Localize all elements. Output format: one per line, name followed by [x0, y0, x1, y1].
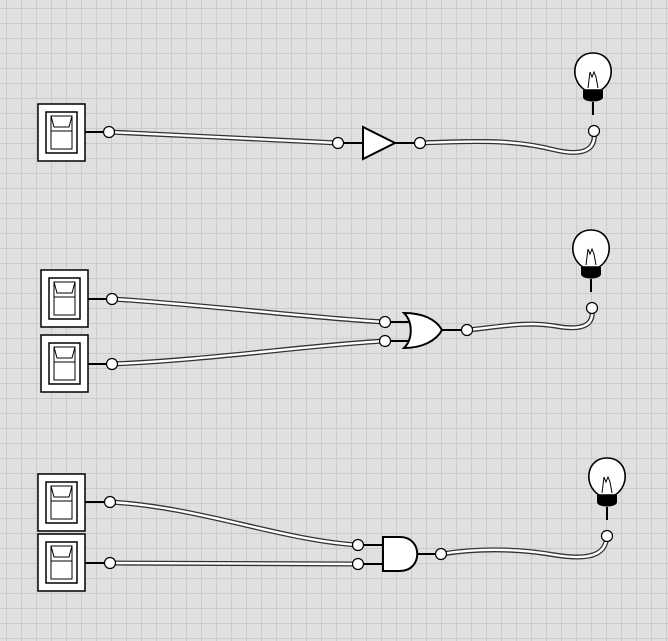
toggle-switch-3[interactable]	[40, 334, 89, 393]
switch-5-output-port[interactable]	[103, 556, 117, 570]
or-gate[interactable]	[401, 311, 444, 350]
wire-or-to-bulb2[interactable]	[464, 305, 595, 333]
switch-4-output-port[interactable]	[103, 495, 117, 509]
and-input-a-port[interactable]	[351, 538, 365, 552]
and-gate[interactable]	[382, 536, 419, 572]
wire-switch5-to-and[interactable]	[107, 560, 361, 567]
wire-switch3-to-or[interactable]	[109, 338, 388, 367]
switch-1-output-port[interactable]	[102, 125, 116, 139]
or-input-b-port[interactable]	[378, 334, 392, 348]
and-output-port[interactable]	[434, 547, 448, 561]
switch-2-output-port[interactable]	[105, 292, 119, 306]
bulb-1-input-port[interactable]	[587, 124, 601, 138]
bulb-2-input-port[interactable]	[585, 301, 599, 315]
buffer-circuit	[37, 52, 613, 162]
light-bulb-3	[587, 457, 627, 521]
or-output-port[interactable]	[460, 323, 474, 337]
toggle-switch-2[interactable]	[40, 269, 89, 328]
light-bulb-1	[573, 52, 613, 116]
buffer-input-port[interactable]	[331, 136, 345, 150]
or-circuit	[40, 229, 611, 393]
toggle-switch-1[interactable]	[37, 103, 86, 162]
and-input-b-port[interactable]	[351, 557, 365, 571]
buffer-output-port[interactable]	[413, 136, 427, 150]
wire-switch4-to-and[interactable]	[107, 499, 361, 548]
and-circuit	[37, 457, 627, 592]
wire-buffer-to-bulb1[interactable]	[417, 128, 597, 155]
light-bulb-2	[571, 229, 611, 293]
wire-switch1-to-buffer[interactable]	[106, 129, 341, 146]
toggle-switch-5[interactable]	[37, 533, 86, 592]
buffer-gate[interactable]	[362, 125, 398, 161]
switch-3-output-port[interactable]	[105, 357, 119, 371]
or-input-a-port[interactable]	[378, 315, 392, 329]
wire-and-to-bulb3[interactable]	[438, 533, 610, 560]
bulb-3-input-port[interactable]	[600, 529, 614, 543]
toggle-switch-4[interactable]	[37, 473, 86, 532]
wire-switch2-to-or[interactable]	[109, 296, 388, 325]
